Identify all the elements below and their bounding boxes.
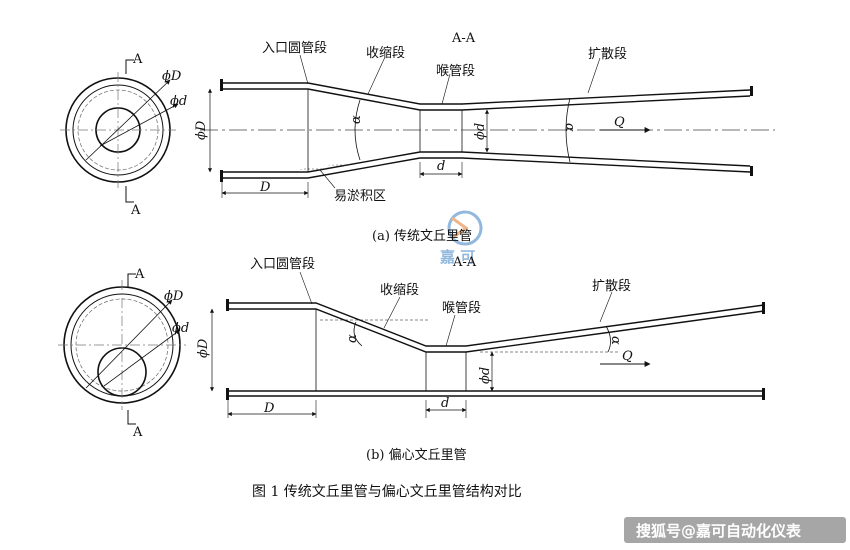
deposit-label-a: 易淤积区: [334, 189, 386, 204]
dim-phiD-b: ϕD: [196, 338, 211, 358]
phi-D-label-b: ϕD: [164, 289, 184, 304]
venturi-b: A-A 入口圆管段 收缩段 喉管段 扩散段 ϕD ϕd D d α α Q: [196, 255, 765, 418]
watermark: 搜狐号@嘉可自动化仪表: [624, 517, 846, 543]
figure-caption: 图 1 传统文丘里管与偏心文丘里管结构对比: [252, 484, 522, 500]
section-label-a: A-A: [451, 31, 476, 46]
inlet-label-a: 入口圆管段: [262, 41, 327, 56]
cut-label-top: A: [132, 52, 143, 67]
cut-label-bottom-b: A: [132, 425, 143, 440]
caption-a: (a) 传统文丘里管: [372, 229, 472, 244]
diverging-label-a: 扩散段: [588, 47, 627, 62]
inlet-label-b: 入口圆管段: [250, 257, 315, 272]
dim-d-a: d: [437, 159, 445, 174]
phi-d-label-b: ϕd: [172, 321, 189, 336]
dim-phiD-a: ϕD: [194, 120, 209, 140]
angle-beta-b: α: [608, 336, 623, 345]
angle-alpha-a: α: [349, 115, 364, 124]
throat-label-a: 喉管段: [436, 64, 475, 79]
throat-label-b: 喉管段: [442, 301, 481, 316]
phi-D-label: ϕD: [162, 69, 182, 84]
section-label-b: A-A: [452, 255, 477, 270]
converging-label-b: 收缩段: [380, 282, 419, 298]
logo-text: 嘉 可: [439, 248, 475, 266]
venturi-a: A-A 入口圆管段 收缩段 喉管段 扩散段 易淤积区 ϕD ϕd D d α α…: [194, 31, 775, 204]
dim-D-a: D: [259, 180, 271, 195]
diagram-b: A A ϕD ϕd: [58, 255, 765, 463]
phi-d-label: ϕd: [170, 94, 187, 109]
diverging-label-b: 扩散段: [592, 279, 631, 294]
dim-d-b: d: [441, 396, 449, 411]
flow-Q-b: Q: [622, 349, 633, 364]
caption-b: (b) 偏心文丘里管: [366, 448, 467, 463]
angle-beta-a: α: [562, 123, 577, 132]
dim-phid-a: ϕd: [473, 123, 488, 140]
flow-Q-a: Q: [614, 115, 625, 130]
watermark-text: 搜狐号@嘉可自动化仪表: [636, 522, 802, 540]
angle-alpha-b: α: [345, 334, 360, 343]
logo-mark: [447, 210, 483, 246]
converging-label-a: 收缩段: [366, 45, 405, 61]
cross-section-b: A A ϕD ϕd: [58, 267, 189, 440]
cut-label-top-b: A: [134, 267, 145, 282]
diagram-a: A A ϕD ϕd: [60, 31, 775, 266]
cross-section-a: A A ϕD ϕd: [60, 52, 187, 218]
dim-phid-b: ϕd: [478, 367, 493, 384]
dim-D-b: D: [263, 401, 275, 416]
cut-label-bottom: A: [130, 203, 141, 218]
